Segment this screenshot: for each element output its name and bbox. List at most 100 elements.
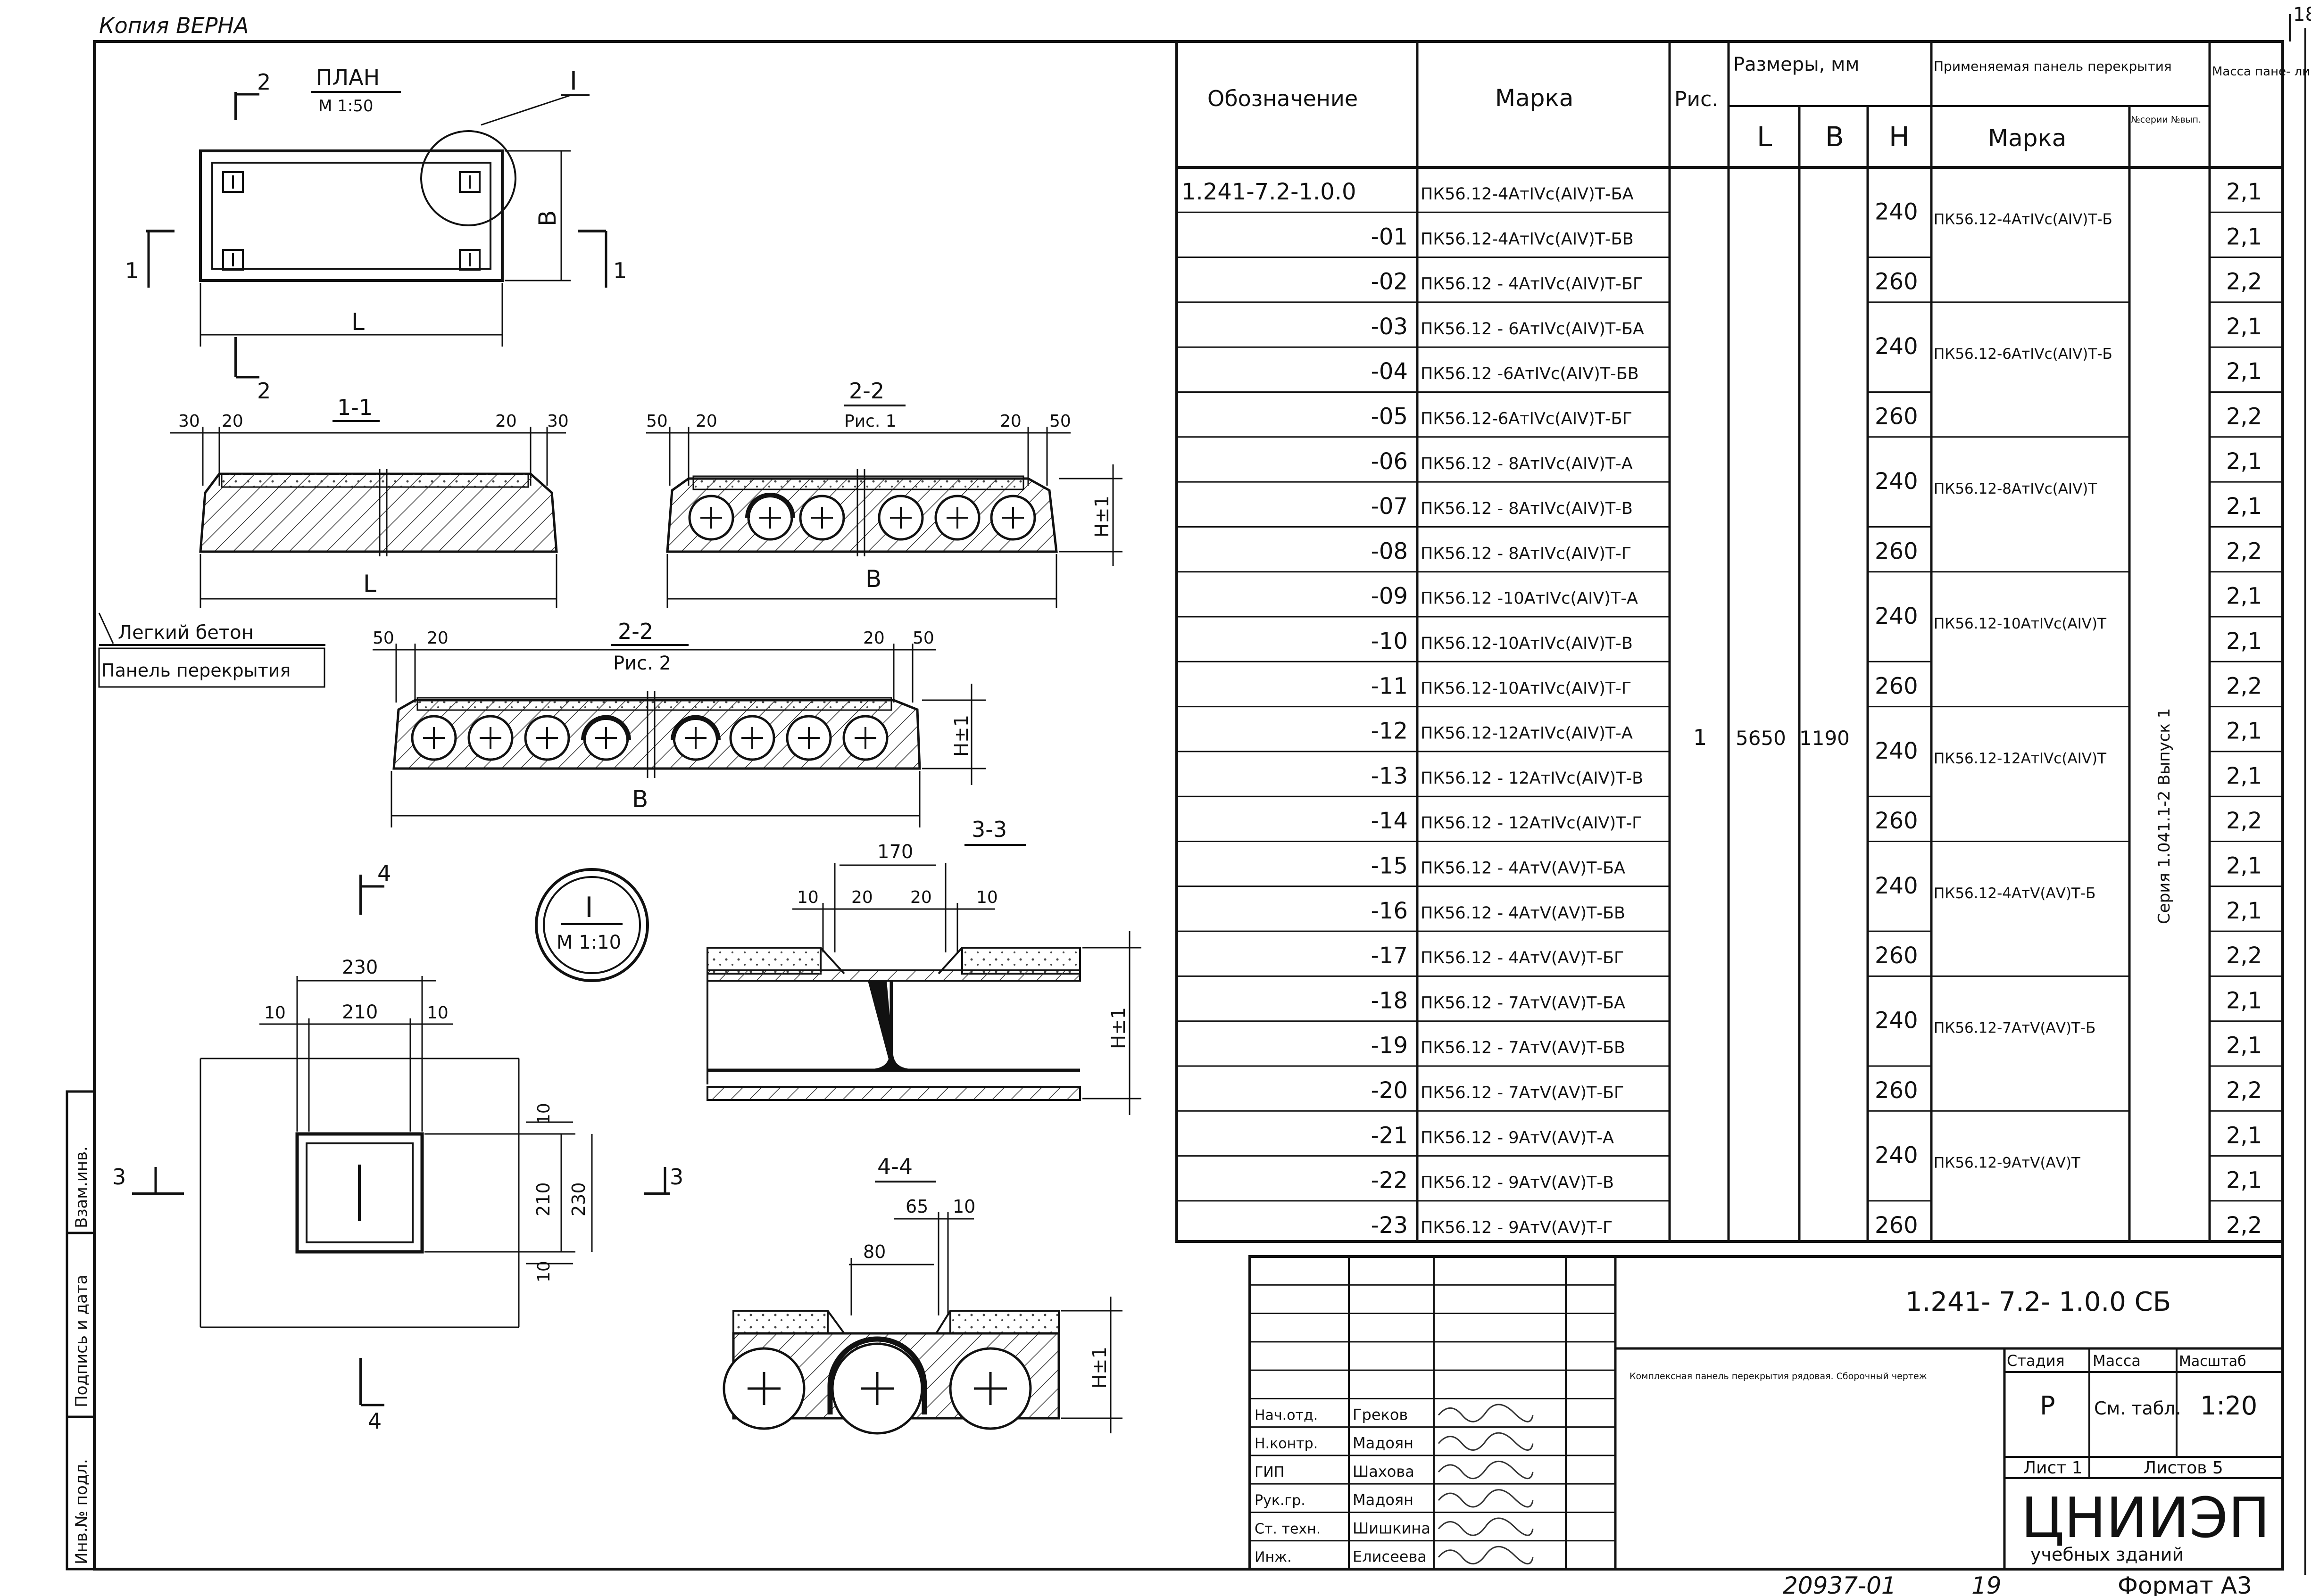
row-marka: ПК56.12 - 6АтIVс(АIV)Т-БА bbox=[1421, 320, 1644, 339]
row-massa: 2,2 bbox=[2226, 1077, 2262, 1104]
sec22a-dim-B: В bbox=[865, 565, 881, 593]
plan-section-1-right: 1 bbox=[613, 258, 627, 283]
row-marka: ПК56.12 - 9АтV(АV)Т-В bbox=[1421, 1174, 1614, 1192]
row-marka: ПК56.12 - 8АтIVс(АIV)Т-В bbox=[1421, 499, 1633, 518]
row-oboz: -06 bbox=[1371, 448, 1408, 475]
group-marka: ПК56.12-9АтV(АV)Т bbox=[1934, 1155, 2081, 1172]
sec33-dim-10-left: 10 bbox=[797, 888, 819, 907]
sec22b-dim-50-left: 50 bbox=[373, 628, 394, 648]
sec11-title: 1-1 bbox=[337, 395, 373, 420]
staff-signature bbox=[1438, 1432, 1534, 1451]
group-h1: 240 bbox=[1875, 198, 1918, 225]
th-marka: Марка bbox=[1495, 84, 1573, 112]
group-h1: 240 bbox=[1875, 603, 1918, 629]
sec22a-dim-50-right: 50 bbox=[1049, 412, 1071, 431]
sec22a-dim-20-right: 20 bbox=[1000, 412, 1022, 431]
group-h1: 240 bbox=[1875, 333, 1918, 360]
staff-name: Греков bbox=[1353, 1406, 1408, 1423]
row-marka: ПК56.12 -6АтIVс(АIV)Т-БВ bbox=[1421, 364, 1639, 383]
row-oboz: -05 bbox=[1371, 404, 1408, 430]
sec44-title: 4-4 bbox=[877, 1154, 913, 1179]
inv-podl-label: Инв.№ подл. bbox=[72, 1459, 91, 1564]
tb-massa-h: Масса bbox=[2093, 1352, 2141, 1370]
group-h1: 240 bbox=[1875, 738, 1918, 764]
group-h2: 260 bbox=[1875, 943, 1918, 969]
group-h2: 260 bbox=[1875, 269, 1918, 295]
row-oboz: -11 bbox=[1371, 673, 1408, 699]
row-massa: 2,1 bbox=[2226, 1122, 2262, 1149]
sec33-dim-10-right: 10 bbox=[976, 888, 998, 907]
sec33-title: 3-3 bbox=[972, 817, 1007, 842]
row-marka: ПК56.12 - 8АтIVс(АIV)Т-А bbox=[1421, 455, 1633, 473]
group-h2: 260 bbox=[1875, 673, 1918, 699]
sec22b-dim-20-left: 20 bbox=[427, 628, 449, 648]
insert-dim-10-right: 10 bbox=[427, 1003, 449, 1023]
group-h2: 260 bbox=[1875, 404, 1918, 430]
sec22a-sub: Рис. 1 bbox=[844, 412, 897, 431]
row-massa: 2,2 bbox=[2226, 673, 2262, 699]
sec11-dim-30-right: 30 bbox=[547, 412, 569, 431]
sec22a-dim-20-left: 20 bbox=[696, 412, 717, 431]
sec22b-dim-B: В bbox=[632, 786, 648, 813]
insert-dim-210-top: 210 bbox=[342, 1001, 378, 1023]
row-massa: 2,1 bbox=[2226, 628, 2262, 654]
tb-listov: Листов 5 bbox=[2144, 1458, 2223, 1478]
row-marka: ПК56.12 - 4АтIVс(АIV)Т-БГ bbox=[1421, 275, 1643, 294]
insert-dim-10-left: 10 bbox=[264, 1003, 286, 1023]
row-marka: ПК56.12 - 4АтV(АV)Т-БВ bbox=[1421, 904, 1625, 923]
footer-doc-num: 20937-01 bbox=[1783, 1572, 1896, 1596]
row-massa: 2,1 bbox=[2226, 718, 2262, 744]
row-massa: 2,1 bbox=[2226, 448, 2262, 475]
row-massa: 2,1 bbox=[2226, 898, 2262, 924]
row-massa: 2,2 bbox=[2226, 943, 2262, 969]
th-razm: Размеры, мм bbox=[1733, 54, 1859, 75]
row-oboz: -21 bbox=[1371, 1122, 1408, 1149]
cell-seria: Серия 1.041.1-2 Выпуск 1 bbox=[2155, 708, 2174, 924]
tb-code: 1.241- 7.2- 1.0.0 СБ bbox=[1905, 1287, 2171, 1317]
insert-dim-10-lower: 10 bbox=[534, 1261, 554, 1282]
sec11-dim-30-left: 30 bbox=[178, 412, 200, 431]
spec-table: Обозначение Марка Рис. Размеры, мм L В H… bbox=[1175, 40, 2311, 1243]
sec11-dim-20-right: 20 bbox=[495, 412, 517, 431]
row-oboz: -18 bbox=[1371, 987, 1408, 1014]
insert-dim-230-side: 230 bbox=[568, 1182, 589, 1216]
row-marka: ПК56.12-10АтIVс(АIV)Т-В bbox=[1421, 634, 1633, 653]
insert-section-4-bottom: 4 bbox=[368, 1408, 382, 1434]
staff-signature bbox=[1438, 1460, 1534, 1480]
staff-role: Нач.отд. bbox=[1255, 1407, 1318, 1423]
tb-masshtab-h: Масштаб bbox=[2179, 1353, 2246, 1370]
group-marka: ПК56.12-12АтIVс(АIV)Т bbox=[1934, 750, 2107, 767]
row-massa: 2,1 bbox=[2226, 493, 2262, 520]
group-h2: 260 bbox=[1875, 1212, 1918, 1239]
tb-stadia-h: Стадия bbox=[2007, 1352, 2065, 1370]
th-oboz: Обозначение bbox=[1207, 86, 1358, 111]
row-oboz: -02 bbox=[1371, 269, 1408, 295]
tb-massa: См. табл. bbox=[2094, 1398, 2181, 1419]
row-massa: 2,1 bbox=[2226, 223, 2262, 250]
row-massa: 2,2 bbox=[2226, 538, 2262, 564]
group-h2: 260 bbox=[1875, 1077, 1918, 1104]
tb-org: ЦНИИЭП bbox=[2021, 1485, 2270, 1550]
row-oboz: -17 bbox=[1371, 943, 1408, 969]
group-marka: ПК56.12-10АтIVс(АIV)Т bbox=[1934, 615, 2107, 632]
detail-I-callout: I М 1:10 bbox=[535, 868, 649, 982]
row-oboz: -16 bbox=[1371, 898, 1408, 924]
row-oboz: -10 bbox=[1371, 628, 1408, 654]
group-marka: ПК56.12-8АтIVс(АIV)Т bbox=[1934, 480, 2097, 497]
row-massa: 2,1 bbox=[2226, 314, 2262, 340]
sec22a-dim-H: H±1 bbox=[1091, 496, 1113, 538]
row-marka: ПК56.12 - 4АтV(АV)Т-БА bbox=[1421, 859, 1625, 878]
row-oboz: -08 bbox=[1371, 538, 1408, 564]
group-marka: ПК56.12-7АтV(АV)Т-Б bbox=[1934, 1020, 2095, 1037]
group-marka: ПК56.12-4АтV(АV)Т-Б bbox=[1934, 885, 2095, 902]
th-massa: Масса пане- ли, т bbox=[2212, 65, 2311, 79]
row-massa: 2,1 bbox=[2226, 763, 2262, 789]
cell-B: 1190 bbox=[1799, 727, 1850, 750]
plan-title: ПЛАН bbox=[316, 65, 380, 90]
row-massa: 2,1 bbox=[2226, 853, 2262, 879]
cell-L: 5650 bbox=[1736, 727, 1786, 750]
tb-list: Лист 1 bbox=[2023, 1458, 2083, 1478]
sec44-dim-10: 10 bbox=[953, 1196, 975, 1217]
row-oboz: -01 bbox=[1371, 223, 1408, 250]
